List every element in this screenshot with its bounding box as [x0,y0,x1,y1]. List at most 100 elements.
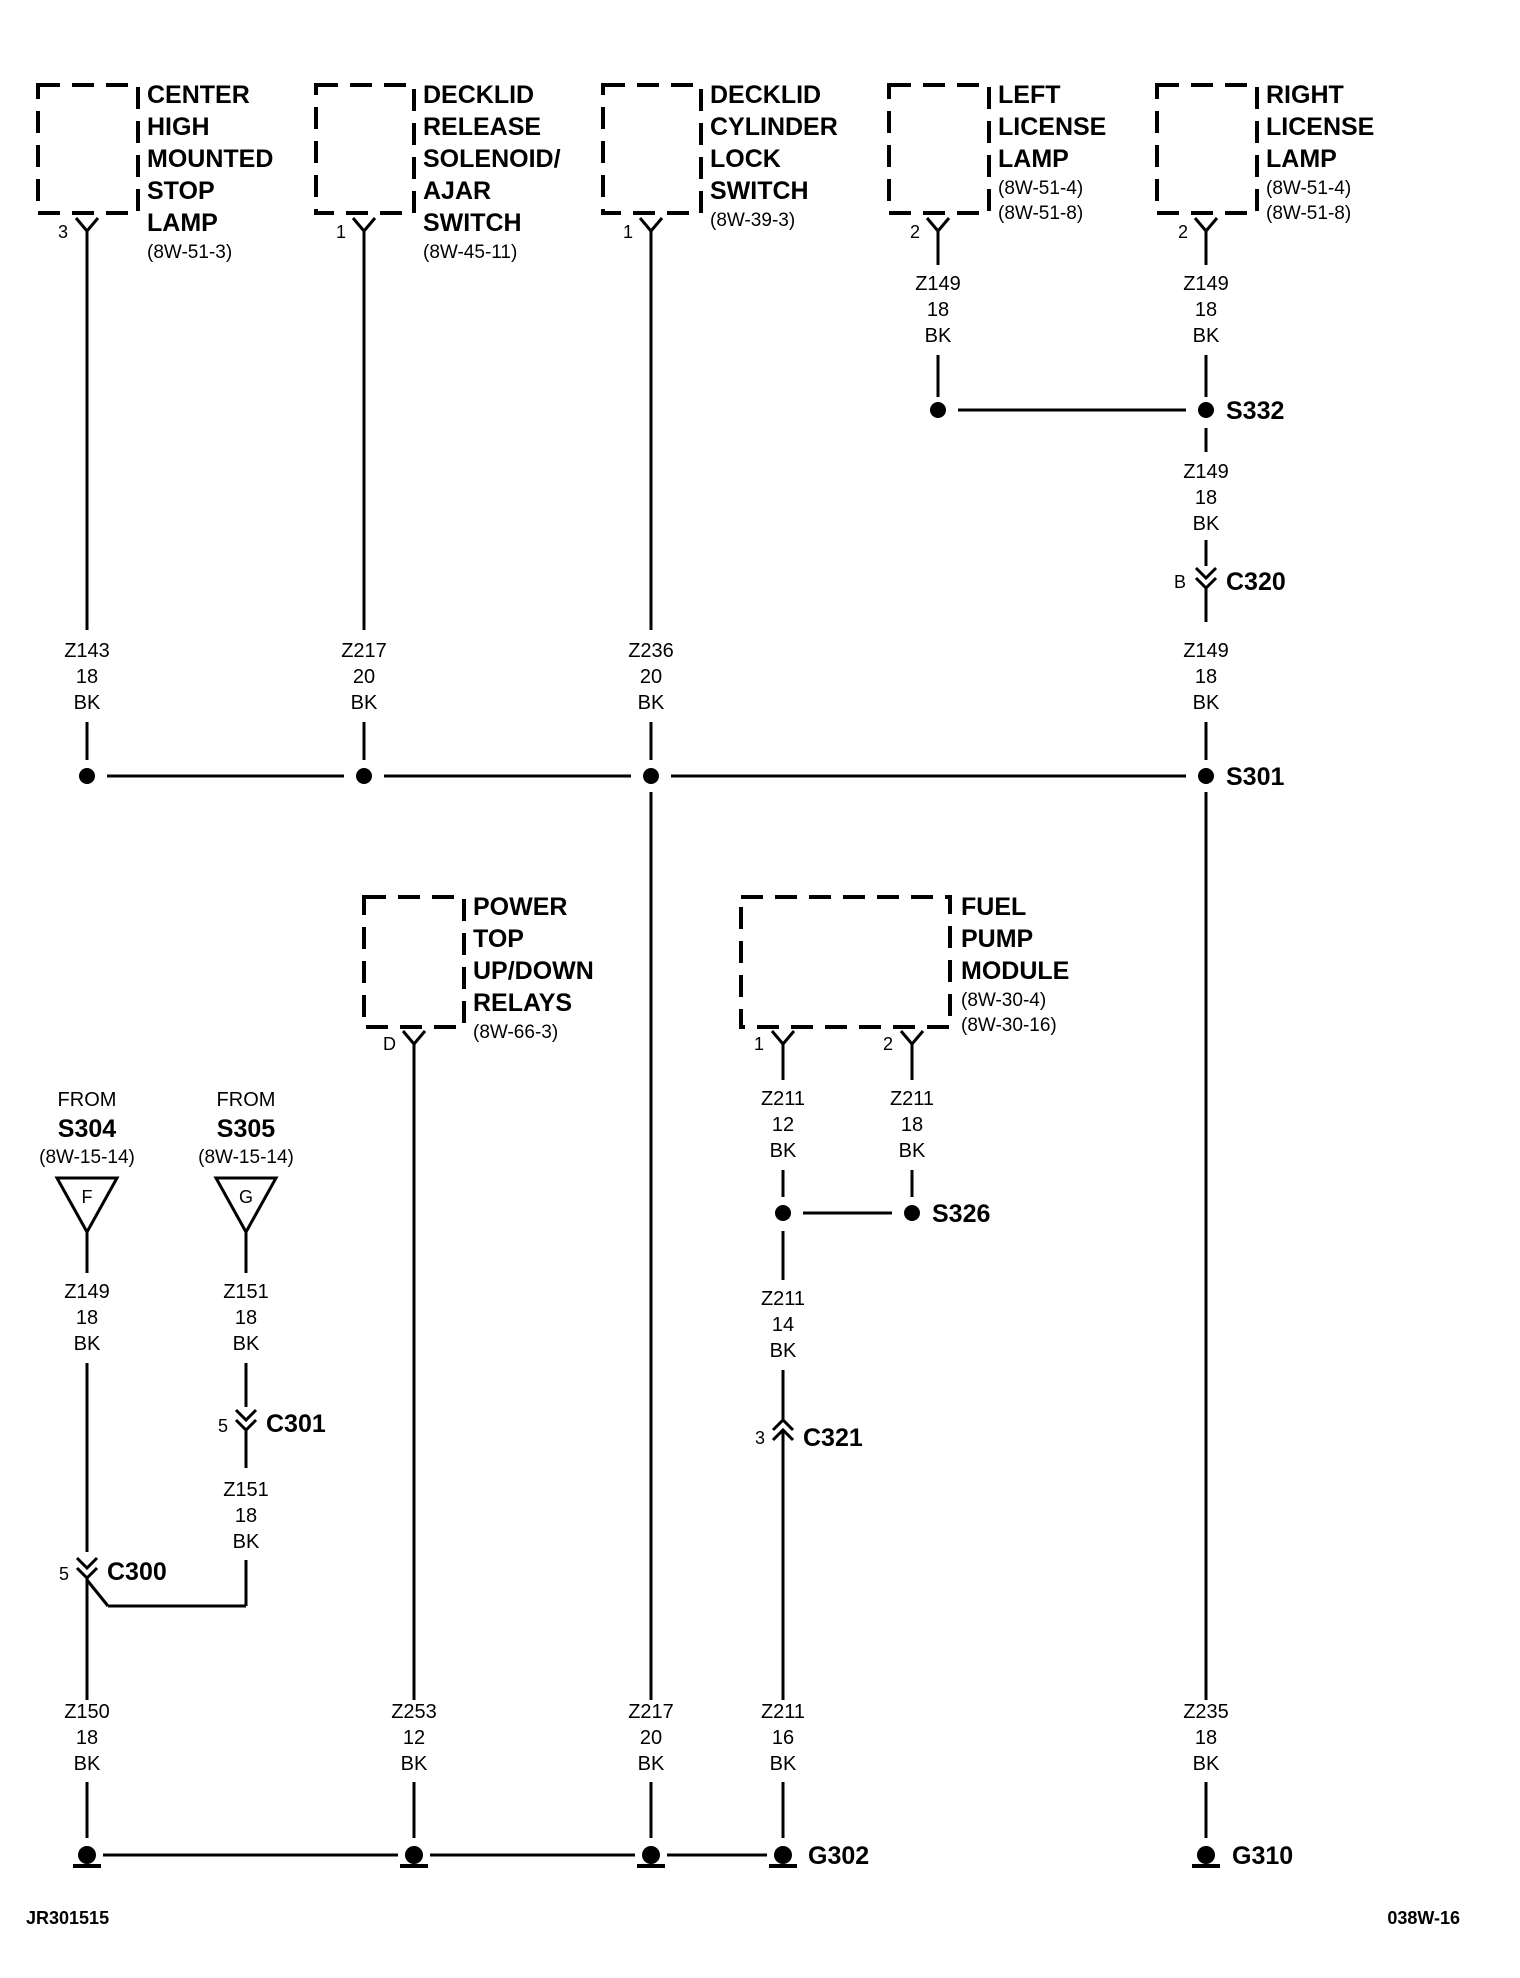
connector-c321: 3 C321 [755,1417,863,1452]
svg-text:LAMP: LAMP [1266,145,1337,173]
svg-text:BK: BK [74,1753,101,1775]
wire-circuit: Z149 [915,273,961,295]
page-reference: (8W-30-4) [961,990,1046,1011]
svg-text:RIGHT: RIGHT [1266,81,1344,109]
svg-text:RELEASE: RELEASE [423,113,541,141]
power-top-up-down-relays: POWER TOP UP/DOWN RELAYS (8W-66-3) D [362,893,594,1054]
svg-text:2: 2 [910,222,920,242]
component-label: STOP [147,177,215,205]
svg-text:BK: BK [899,1140,926,1162]
wire-color: BK [638,692,665,714]
component-label: RIGHT [1266,81,1344,109]
wire-gauge: 18 [927,299,949,321]
wire-color: BK [233,1333,260,1355]
wire-gauge: 18 [1195,1727,1217,1749]
wire-color: BK [770,1140,797,1162]
wire-gauge: 20 [353,666,375,688]
svg-text:18: 18 [1195,299,1217,321]
svg-text:(8W-39-3): (8W-39-3) [710,210,795,231]
wire-circuit: Z149 [1183,461,1229,483]
component-label: PUMP [961,925,1033,953]
page-reference: (8W-51-8) [998,203,1083,224]
svg-text:20: 20 [640,1727,662,1749]
from-label: FROM [58,1089,117,1111]
svg-text:UP/DOWN: UP/DOWN [473,957,594,985]
wire-circuit: Z236 [628,640,674,662]
wire-circuit: Z151 [223,1479,269,1501]
svg-text:(8W-51-8): (8W-51-8) [998,203,1083,224]
svg-text:JR301515: JR301515 [26,1908,109,1928]
svg-text:RELAYS: RELAYS [473,989,572,1017]
svg-text:G: G [239,1187,253,1207]
component-label: AJAR [423,177,491,205]
svg-text:(8W-45-11): (8W-45-11) [423,242,517,263]
svg-text:C321: C321 [803,1424,863,1452]
svg-text:D: D [383,1034,396,1054]
wire-color: BK [233,1531,260,1553]
svg-text:Z149: Z149 [1183,461,1229,483]
wire-color: BK [351,692,378,714]
splice-s301: S301 [79,763,1284,791]
pin-number: 2 [1178,222,1188,242]
diagram-id: JR301515 [26,1908,109,1928]
svg-text:PUMP: PUMP [961,925,1033,953]
svg-text:(8W-51-4): (8W-51-4) [998,178,1083,199]
wire-color: BK [1193,1753,1220,1775]
svg-text:S301: S301 [1226,763,1284,791]
svg-text:18: 18 [235,1505,257,1527]
svg-text:18: 18 [235,1307,257,1329]
svg-text:MODULE: MODULE [961,957,1069,985]
svg-text:SWITCH: SWITCH [423,209,522,237]
svg-text:BK: BK [770,1753,797,1775]
svg-text:3: 3 [58,222,68,242]
connector-label: C300 [107,1558,167,1586]
svg-text:BK: BK [638,1753,665,1775]
svg-text:(8W-30-16): (8W-30-16) [961,1015,1057,1036]
svg-text:Z149: Z149 [64,1281,110,1303]
svg-text:S326: S326 [932,1200,990,1228]
component-label: SWITCH [423,209,522,237]
svg-text:14: 14 [772,1314,794,1336]
svg-text:2: 2 [1178,222,1188,242]
svg-text:Z149: Z149 [1183,273,1229,295]
connector-pin: 5 [218,1416,228,1436]
svg-text:G302: G302 [808,1842,869,1870]
connector-pin: 3 [755,1428,765,1448]
component-label: SOLENOID/ [423,145,561,173]
svg-text:12: 12 [772,1114,794,1136]
svg-text:18: 18 [927,299,949,321]
page-reference: (8W-15-14) [198,1147,294,1168]
wire-color: BK [1193,325,1220,347]
svg-text:12: 12 [403,1727,425,1749]
wire-circuit: Z211 [761,1288,805,1310]
svg-text:(8W-15-14): (8W-15-14) [198,1147,294,1168]
svg-text:S332: S332 [1226,397,1284,425]
svg-text:Z253: Z253 [391,1701,437,1723]
component-label: LOCK [710,145,781,173]
svg-text:Z211: Z211 [761,1701,805,1723]
wire-gauge: 18 [1195,487,1217,509]
svg-text:18: 18 [76,666,98,688]
svg-text:BK: BK [770,1340,797,1362]
ground-g310: G310 [1190,1842,1293,1870]
svg-text:AJAR: AJAR [423,177,491,205]
ground-label: G302 [808,1842,869,1870]
svg-text:5: 5 [218,1416,228,1436]
svg-text:LOCK: LOCK [710,145,781,173]
svg-text:BK: BK [401,1753,428,1775]
svg-text:20: 20 [640,666,662,688]
component-label: LAMP [1266,145,1337,173]
svg-text:Z236: Z236 [628,640,674,662]
component-label: CENTER [147,81,250,109]
splice-label: S326 [932,1200,990,1228]
pin-number: 1 [754,1034,764,1054]
svg-text:SWITCH: SWITCH [710,177,809,205]
svg-text:Z217: Z217 [628,1701,674,1723]
svg-text:F: F [82,1187,93,1207]
component-label: TOP [473,925,524,953]
wire-circuit: Z151 [223,1281,269,1303]
wire-circuit: Z211 [761,1088,805,1110]
center-high-mounted-stop-lamp: CENTER HIGH MOUNTED STOP LAMP (8W-51-3) … [36,81,273,263]
svg-text:BK: BK [233,1333,260,1355]
ground-label: G310 [1232,1842,1293,1870]
